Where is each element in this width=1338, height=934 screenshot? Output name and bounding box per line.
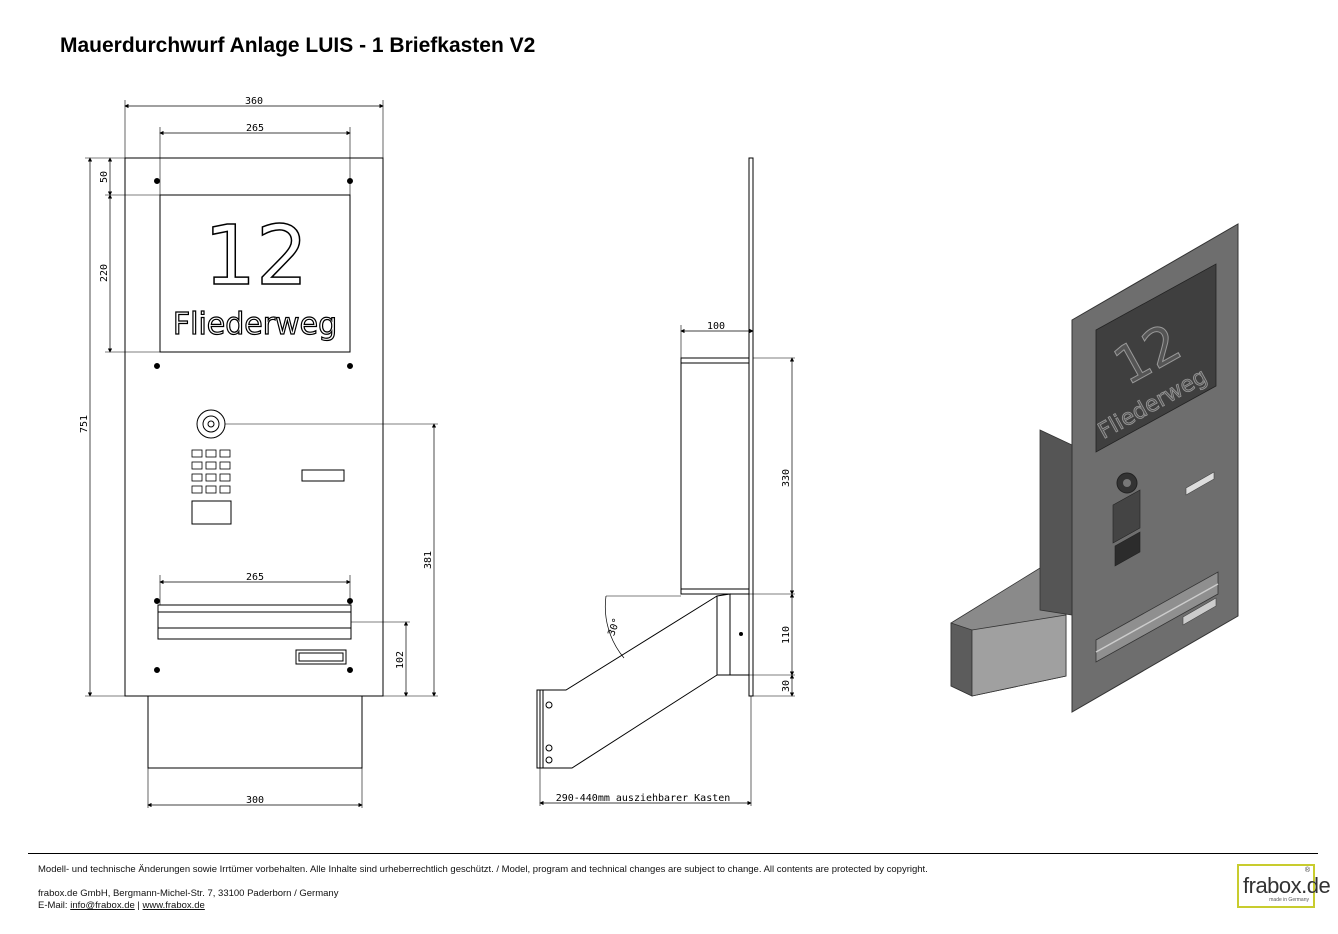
logo-registered: ® (1304, 867, 1310, 874)
dim-height-bottom: 110 (781, 626, 792, 644)
email-link[interactable]: info@frabox.de (70, 900, 135, 911)
side-front-panel (748, 157, 754, 697)
dim-height-plate: 220 (99, 264, 110, 282)
dim-angle: 30° (606, 617, 623, 638)
page-title: Mauerdurchwurf Anlage LUIS - 1 Briefkast… (60, 34, 536, 57)
dim-height-slot: 102 (395, 651, 406, 669)
front-house-number: 12 (204, 209, 308, 304)
dim-height-top: 50 (99, 171, 110, 183)
dim-height-base: 30 (781, 680, 792, 692)
wall-box (147, 695, 363, 769)
footer-disclaimer: Modell- und technische Änderungen sowie … (38, 864, 928, 875)
footer-address: frabox.de GmbH, Bergmann-Michel-Str. 7, … (38, 888, 339, 899)
dim-width-slot: 265 (246, 572, 264, 583)
dim-width-total: 360 (245, 96, 263, 107)
dim-extendable: 290-440mm ausziehbarer Kasten (556, 793, 731, 804)
website-link[interactable]: www.frabox.de (142, 900, 205, 911)
keypad (191, 449, 231, 494)
side-upper-box (680, 357, 750, 595)
dim-height-total: 751 (79, 415, 90, 433)
name-plate (159, 194, 351, 353)
dim-height-box: 330 (781, 469, 792, 487)
dim-width-box: 300 (246, 795, 264, 806)
logo-text: frabox.de (1243, 873, 1331, 898)
dim-height-doorbell: 381 (423, 551, 434, 569)
email-label: E-Mail: (38, 900, 68, 911)
logo-sub: made in Germany (1269, 897, 1309, 903)
frabox-logo: frabox.de ® made in Germany (1237, 864, 1331, 908)
contact-separator: | (137, 900, 140, 911)
front-street-name: Fliederweg (173, 307, 337, 342)
display-window (191, 500, 232, 525)
footer-divider (28, 853, 1318, 854)
camera-icon (196, 409, 226, 439)
dim-width-plate: 265 (246, 123, 264, 134)
name-tag-slot (301, 469, 345, 482)
footer-contact: E-Mail: info@frabox.de | www.frabox.de (38, 900, 205, 911)
dim-depth-top: 100 (707, 321, 725, 332)
front-view (85, 100, 438, 808)
render-view: 12 Fliederweg (950, 223, 1239, 713)
name-tag-bottom (295, 649, 347, 665)
render-name-plate (1095, 263, 1217, 453)
letter-slot (157, 604, 352, 640)
side-view (536, 157, 795, 806)
